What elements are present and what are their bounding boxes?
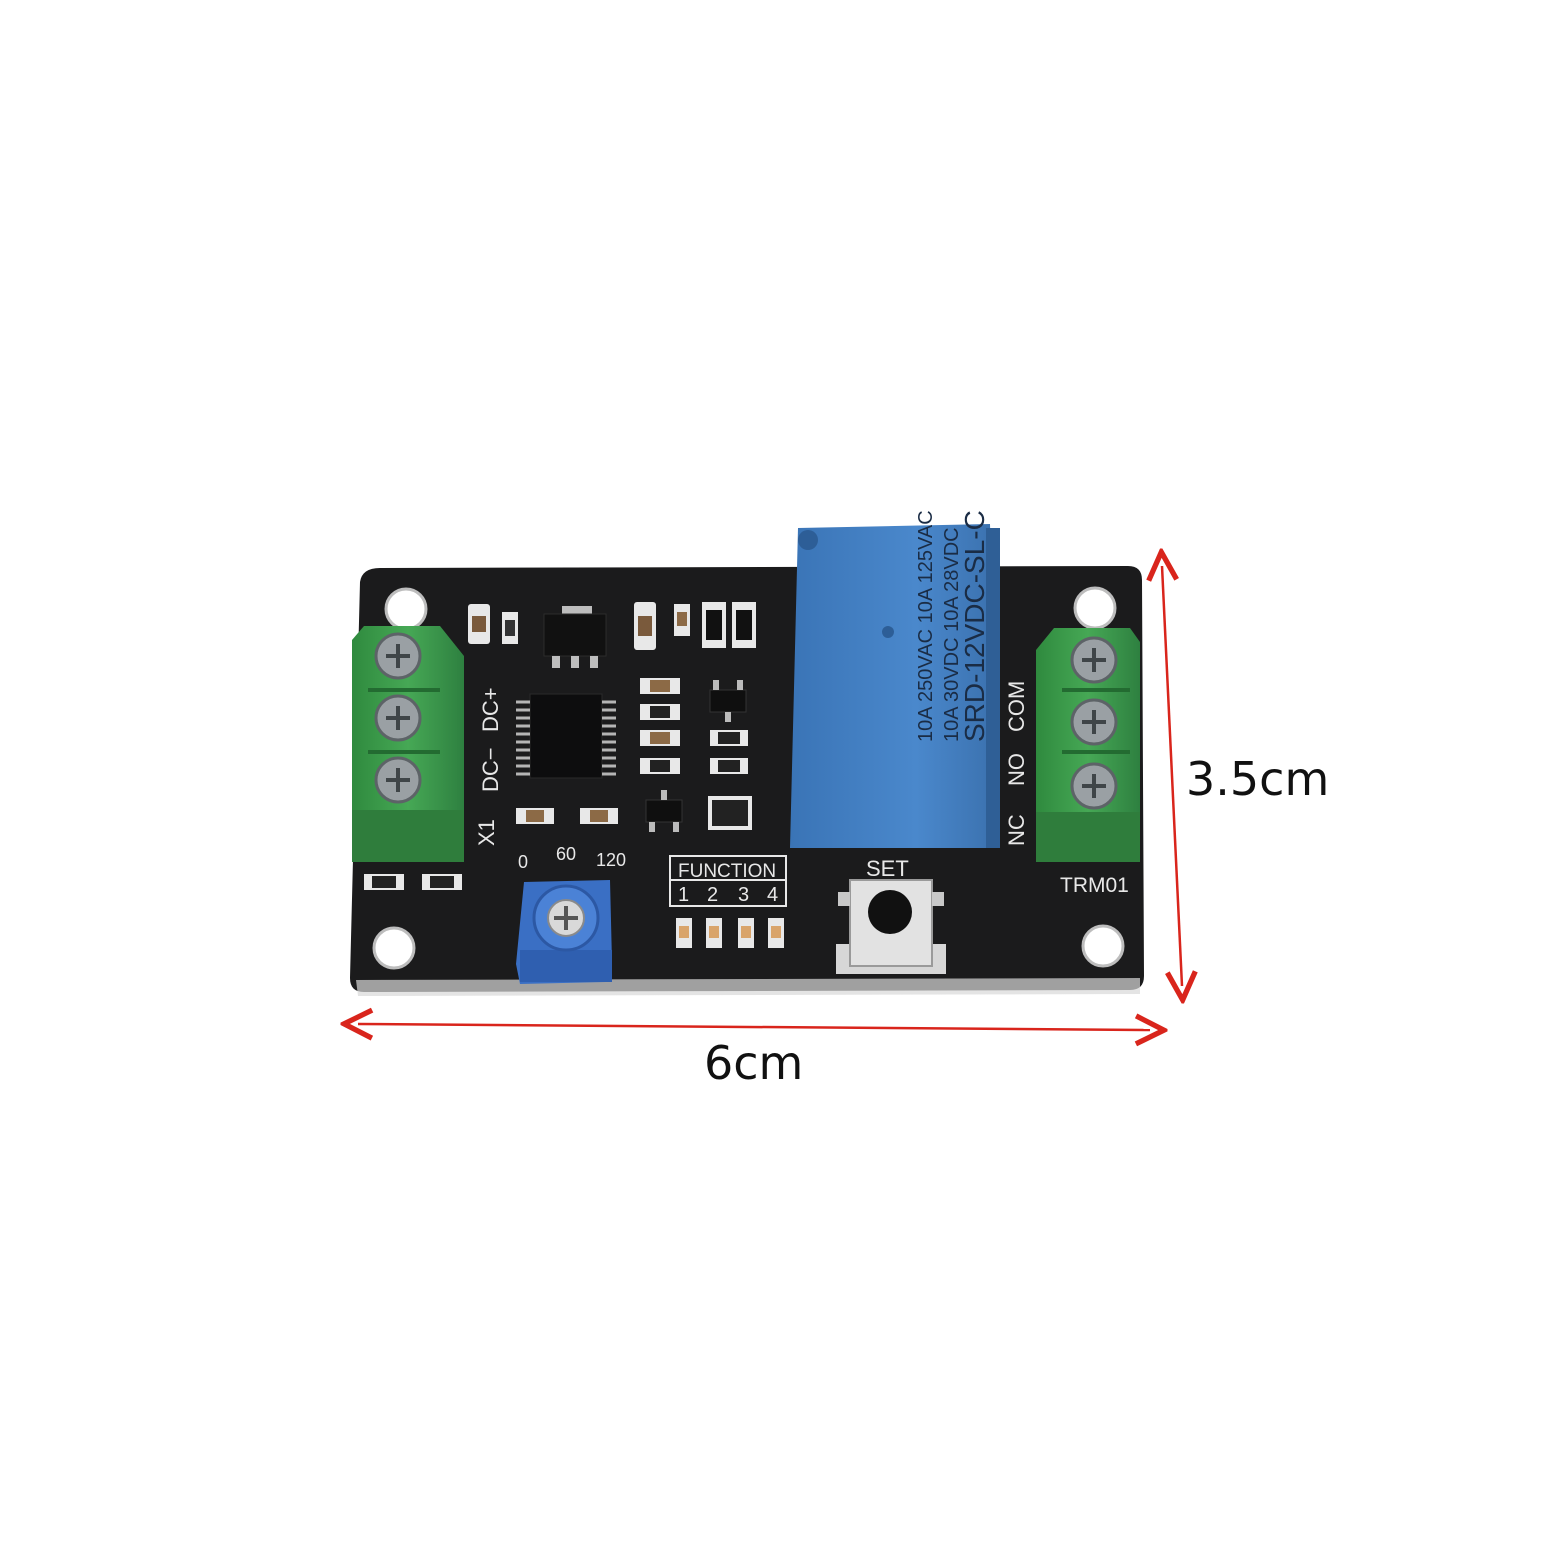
function-number-1: 1 — [678, 884, 689, 906]
left-terminal-block — [352, 626, 464, 862]
function-number-4: 4 — [767, 884, 778, 906]
mounting-hole — [1073, 586, 1117, 630]
relay-model-text: SRD-12VDC-SL-C — [959, 510, 990, 742]
main-ic — [516, 693, 616, 779]
nc-label: NC — [1004, 814, 1029, 846]
voltage-regulator — [543, 606, 607, 668]
relay: SRD-12VDC-SL-C 10A 30VDC 10A 28VDC 10A 2… — [790, 510, 1000, 848]
mounting-hole — [1081, 924, 1125, 968]
dc-minus-label: DC− — [478, 747, 503, 792]
relay-rating-line-a: 10A 250VAC 10A 125VAC — [915, 510, 937, 742]
function-number-2: 2 — [707, 884, 718, 906]
com-label: COM — [1004, 681, 1029, 732]
width-dimension-arrow — [358, 1024, 1150, 1030]
right-terminal-block — [1036, 628, 1140, 862]
no-label: NO — [1004, 753, 1029, 786]
mounting-hole — [372, 926, 416, 970]
function-number-3: 3 — [738, 884, 749, 906]
pot-scale-0: 0 — [518, 852, 528, 872]
height-dimension-label: 3.5cm — [1186, 752, 1330, 806]
function-label-box: FUNCTION 1 2 3 4 — [669, 855, 787, 907]
function-leds — [676, 918, 784, 948]
set-label: SET — [866, 856, 909, 881]
pot-scale-60: 60 — [556, 844, 576, 864]
potentiometer[interactable]: 0 60 120 — [516, 844, 626, 984]
dc-plus-label: DC+ — [478, 687, 503, 732]
smd-components — [364, 602, 756, 890]
function-label: FUNCTION — [678, 861, 776, 882]
height-dimension-arrow — [1162, 566, 1182, 986]
mounting-hole — [384, 587, 428, 631]
set-button[interactable]: SET — [836, 856, 946, 974]
width-dimension-label: 6cm — [704, 1036, 804, 1090]
trm01-label: TRM01 — [1060, 874, 1129, 897]
x1-label: X1 — [474, 819, 499, 846]
pot-scale-120: 120 — [596, 850, 626, 870]
relay-rating-line-b: 10A 30VDC 10A 28VDC — [941, 527, 963, 742]
